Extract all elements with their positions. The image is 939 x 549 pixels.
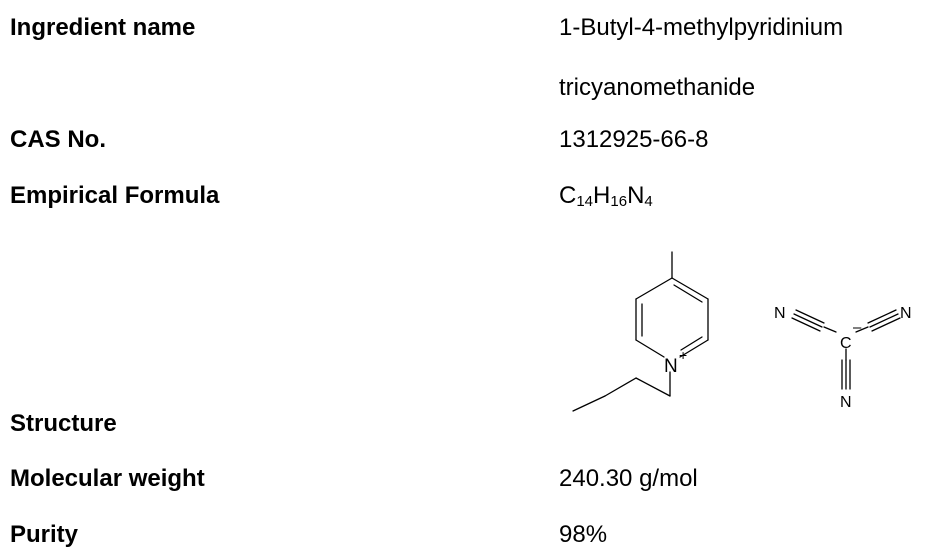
purity-value: 98% <box>559 521 608 548</box>
ring-double-inner-top <box>673 284 703 303</box>
purity-label: Purity <box>10 521 79 548</box>
cas-label: CAS No. <box>10 126 106 153</box>
formula-n-count: 4 <box>644 193 653 210</box>
butyl-bond-2 <box>635 377 671 397</box>
ring-double-inner-bottom <box>680 336 703 351</box>
formula-h: H <box>593 182 611 209</box>
ring-bond-top-right <box>671 277 709 300</box>
cyano-down-n-atom: N <box>840 394 852 411</box>
butyl-bond-4 <box>572 395 606 412</box>
formula-c: C <box>559 182 577 209</box>
ring-bond-bottom-right <box>679 339 709 358</box>
structure-diagram: N + N C – N N <box>572 251 912 412</box>
cyano-right-bond-c <box>871 317 901 332</box>
anion-charge: – <box>853 319 862 336</box>
cas-value: 1312925-66-8 <box>559 126 709 153</box>
cyano-right-n-atom: N <box>900 305 912 322</box>
cyano-left-bond-c <box>791 317 821 332</box>
cyano-right-bond-a <box>867 309 897 324</box>
central-c-atom: C <box>840 335 852 352</box>
cyano-left-n-atom: N <box>774 305 786 322</box>
pyridinium-charge: + <box>679 347 687 363</box>
empirical-formula-label: Empirical Formula <box>10 182 220 209</box>
ingredient-name-value-line1: 1-Butyl-4-methylpyridinium <box>559 14 844 41</box>
butyl-bond-3 <box>604 377 637 397</box>
ring-bond-bottom-left <box>635 339 665 358</box>
pyridinium-n-atom: N <box>664 356 678 377</box>
formula-n: N <box>627 182 645 209</box>
ring-bond-top-left <box>635 277 673 300</box>
empirical-formula-value: C14H16N4 <box>559 182 653 210</box>
molecular-weight-value: 240.30 g/mol <box>559 465 698 492</box>
cyano-left-single <box>823 326 837 333</box>
formula-h-count: 16 <box>610 193 628 210</box>
cyano-left-bond-b <box>793 313 823 328</box>
cyano-right-bond-b <box>869 313 899 328</box>
ingredient-name-label: Ingredient name <box>10 14 196 41</box>
cyano-left-bond-a <box>795 309 825 324</box>
ingredient-name-value-line2: tricyanomethanide <box>559 74 756 101</box>
structure-label: Structure <box>10 410 117 437</box>
formula-c-count: 14 <box>576 193 594 210</box>
cyano-right-single <box>855 326 869 333</box>
molecular-weight-label: Molecular weight <box>10 465 205 492</box>
